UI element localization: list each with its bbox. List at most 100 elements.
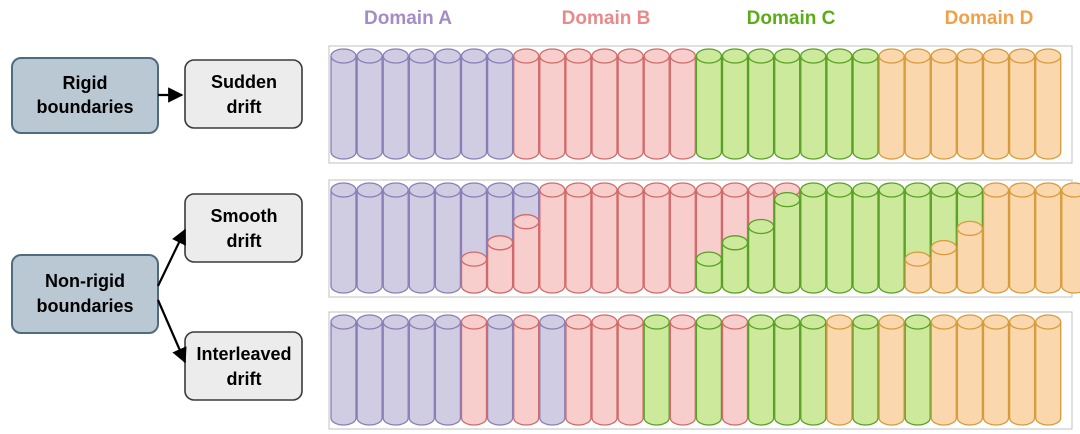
sudden-cylinder xyxy=(356,48,383,160)
sudden-cylinder xyxy=(539,48,566,160)
sudden-cylinder xyxy=(408,48,435,160)
rigid-boundaries-box: Rigid boundaries xyxy=(11,57,159,134)
smooth-drift-line-1: Smooth xyxy=(211,206,278,226)
interleaved-cylinder xyxy=(930,314,957,426)
interleaved-cylinder xyxy=(695,314,723,426)
sudden-cylinder xyxy=(617,48,644,160)
sudden-drift-box: Sudden drift xyxy=(184,59,303,129)
interleaved-cylinder xyxy=(434,314,462,426)
interleaved-cylinder xyxy=(956,314,984,426)
interleaved-cylinder xyxy=(669,314,696,426)
interleaved-cylinder xyxy=(1035,314,1062,426)
sudden-drift-line-2: drift xyxy=(227,97,262,117)
interleaved-cylinder xyxy=(382,314,409,426)
interleaved-drift-line-1: Interleaved xyxy=(196,344,291,364)
sudden-cylinder xyxy=(486,48,514,160)
sudden-row-frame xyxy=(328,45,1073,164)
smooth-cylinder xyxy=(591,182,618,294)
interleaved-cylinder xyxy=(904,314,931,426)
sudden-drift-cylinders xyxy=(330,48,1062,160)
non-rigid-boundaries-line-2: boundaries xyxy=(36,296,133,316)
sudden-cylinder xyxy=(565,48,592,160)
domain-d-label: Domain D xyxy=(945,8,1034,29)
domain-a-label: Domain A xyxy=(364,8,452,29)
smooth-cylinder-front xyxy=(460,251,488,294)
sudden-cylinder xyxy=(982,48,1010,160)
rigid-boundaries-line-2: boundaries xyxy=(36,97,133,117)
interleaved-cylinder xyxy=(721,314,749,426)
domain-c-label: Domain C xyxy=(747,8,836,29)
smooth-cylinder-front xyxy=(513,214,540,294)
smooth-drift-line-2: drift xyxy=(227,231,262,251)
non-rigid-boundaries-box: Non-rigid boundaries xyxy=(11,254,159,334)
sudden-cylinder xyxy=(747,48,775,160)
interleaved-cylinder xyxy=(565,314,592,426)
non-rigid-boundaries-line-1: Non-rigid xyxy=(45,271,125,291)
smooth-cylinder xyxy=(382,182,409,294)
rigid-boundaries-line-1: Rigid xyxy=(63,73,108,93)
sudden-cylinder xyxy=(382,48,409,160)
interleaved-cylinder xyxy=(330,314,357,426)
interleaved-drift-cylinders xyxy=(330,314,1062,426)
sudden-cylinder xyxy=(330,48,357,160)
smooth-drift-box: Smooth drift xyxy=(184,193,303,263)
interleaved-cylinder xyxy=(982,314,1010,426)
smooth-cylinder xyxy=(826,182,853,294)
interleaved-cylinder xyxy=(591,314,618,426)
smooth-cylinder xyxy=(356,182,383,294)
sudden-cylinder xyxy=(643,48,670,160)
interleaved-cylinder xyxy=(878,314,905,426)
smooth-cylinder xyxy=(408,182,435,294)
smooth-cylinder xyxy=(565,182,592,294)
arrow-nonrigid-to-smooth xyxy=(157,228,186,287)
sudden-cylinder xyxy=(1008,48,1036,160)
interleaved-cylinder xyxy=(513,314,540,426)
interleaved-cylinder xyxy=(643,314,670,426)
smooth-cylinder xyxy=(982,182,1010,294)
smooth-cylinder xyxy=(1008,182,1036,294)
interleaved-cylinder xyxy=(356,314,383,426)
smooth-cylinder xyxy=(434,182,462,294)
smooth-cylinder xyxy=(878,182,905,294)
interleaved-cylinder xyxy=(539,314,566,426)
sudden-cylinder xyxy=(669,48,696,160)
interleaved-cylinder xyxy=(826,314,853,426)
smooth-cylinder-front xyxy=(486,235,514,294)
interleaved-cylinder xyxy=(747,314,775,426)
sudden-cylinder xyxy=(878,48,905,160)
smooth-cylinder xyxy=(1061,182,1080,294)
smooth-cylinder-front xyxy=(721,235,749,294)
sudden-cylinder xyxy=(956,48,984,160)
smooth-cylinder xyxy=(1035,182,1062,294)
interleaved-cylinder xyxy=(408,314,435,426)
arrow-nonrigid-to-interleaved xyxy=(156,299,187,364)
interleaved-cylinder xyxy=(1008,314,1036,426)
interleaved-cylinder xyxy=(486,314,514,426)
domain-b-label: Domain B xyxy=(562,8,651,29)
interleaved-drift-box: Interleaved drift xyxy=(184,331,303,401)
smooth-cylinder xyxy=(800,182,827,294)
interleaved-cylinder xyxy=(460,314,488,426)
smooth-cylinder xyxy=(852,182,879,294)
sudden-cylinder xyxy=(774,48,801,160)
sudden-cylinder xyxy=(460,48,488,160)
smooth-cylinder-front xyxy=(904,251,931,294)
smooth-cylinder xyxy=(617,182,644,294)
sudden-cylinder xyxy=(800,48,827,160)
sudden-cylinder xyxy=(721,48,749,160)
smooth-cylinder-front xyxy=(774,191,801,294)
sudden-cylinder xyxy=(904,48,931,160)
smooth-cylinder xyxy=(643,182,670,294)
smooth-cylinder xyxy=(669,182,696,294)
sudden-cylinder xyxy=(826,48,853,160)
interleaved-cylinder xyxy=(852,314,879,426)
interleaved-cylinder xyxy=(774,314,801,426)
sudden-drift-line-1: Sudden xyxy=(211,72,277,92)
sudden-cylinder xyxy=(513,48,540,160)
smooth-drift-cylinders xyxy=(330,182,1080,294)
interleaved-drift-line-2: drift xyxy=(227,369,262,389)
smooth-cylinder-front xyxy=(747,218,775,294)
smooth-cylinder-front xyxy=(930,239,957,294)
interleaved-cylinder xyxy=(617,314,644,426)
